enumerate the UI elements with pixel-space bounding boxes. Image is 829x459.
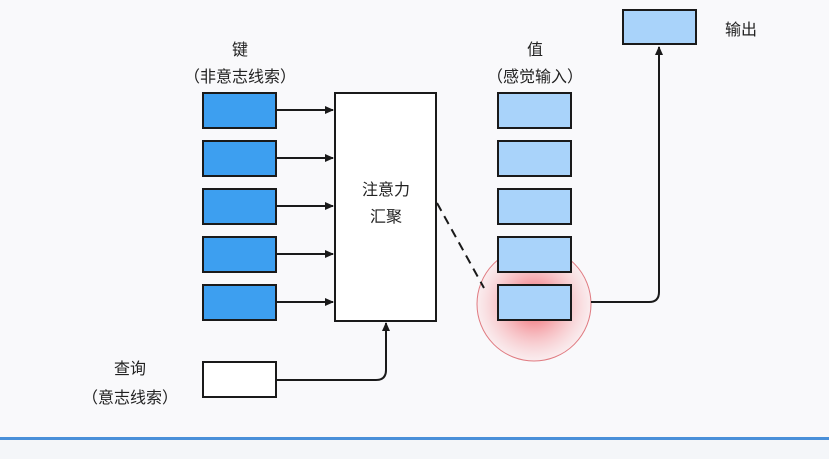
key-box (202, 92, 277, 129)
key-box (202, 188, 277, 225)
query-subtitle: （意志线索） (82, 388, 178, 407)
bottom-accent-bar (0, 437, 829, 440)
attention-pooling-box (334, 92, 437, 322)
key-box (202, 140, 277, 177)
key-box (202, 284, 277, 321)
output-box (622, 9, 697, 45)
query-title: 查询 (114, 359, 146, 378)
value-box (497, 236, 572, 273)
output-arrow (591, 46, 663, 303)
values-title: 值 (527, 40, 543, 59)
value-box (497, 92, 572, 129)
pooling-label-line1: 注意力 (362, 180, 410, 199)
bottom-strip (0, 440, 829, 459)
keys-subtitle: （非意志线索） (184, 67, 296, 86)
values-group (497, 92, 572, 321)
output-label: 输出 (725, 20, 757, 39)
values-subtitle: （感觉输入） (487, 67, 583, 86)
keys-title: 键 (232, 40, 248, 59)
query-arrow (277, 322, 390, 381)
pooling-label-line2: 汇聚 (370, 207, 402, 226)
key-arrows (277, 106, 334, 306)
keys-group (202, 92, 277, 321)
dashed-connector (436, 202, 485, 289)
value-box (497, 140, 572, 177)
value-box-selected (497, 284, 572, 321)
value-box (497, 188, 572, 225)
key-box (202, 236, 277, 273)
query-box (202, 361, 277, 398)
